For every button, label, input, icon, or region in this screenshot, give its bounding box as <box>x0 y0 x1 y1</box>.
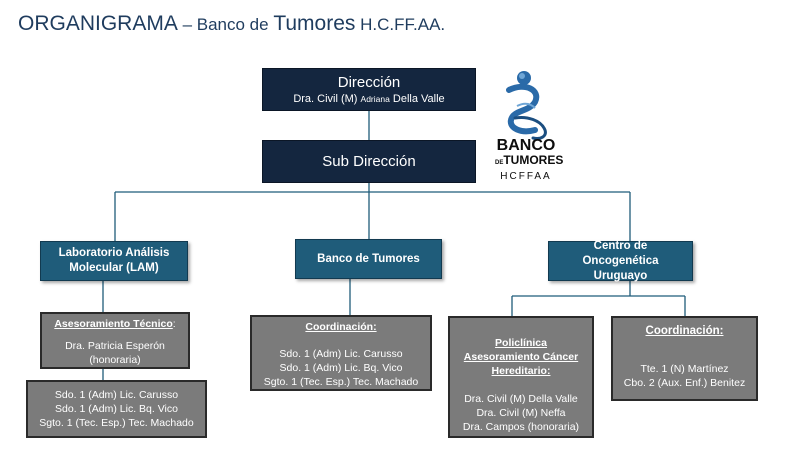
direccion-box: Dirección Dra. Civil (M) Adriana Della V… <box>262 68 476 111</box>
subdireccion-title: Sub Dirección <box>322 153 416 170</box>
onco-coordinacion-line: Tte. 1 (N) Martínez <box>640 363 729 375</box>
policlinica-box: Policlínica Asesoramiento Cáncer Heredit… <box>448 316 594 438</box>
banco-coordinacion-line: Sdo. 1 (Adm) Lic. Bq. Vico <box>279 362 403 374</box>
banco-tumores-box: Banco de Tumores <box>295 239 442 279</box>
ribbon-figure-icon <box>506 71 547 140</box>
banco-tumores-label: Banco de Tumores <box>317 252 420 265</box>
onco-coordinacion-box: Coordinación: Tte. 1 (N) Martínez Cbo. 2… <box>611 316 758 401</box>
policlinica-line: Dra. Civil (M) Della Valle <box>464 393 578 405</box>
asesoramiento-line: Dra. Patricia Esperón <box>65 340 165 352</box>
lam-staff-line: Sgto. 1 (Tec. Esp.) Tec. Machado <box>39 417 194 429</box>
policlinica-line: Dra. Civil (M) Neffa <box>476 407 566 419</box>
asesoramiento-header: Asesoramiento Técnico: <box>54 318 176 330</box>
banco-coordinacion-box: Coordinación: Sdo. 1 (Adm) Lic. Carusso … <box>250 315 432 391</box>
policlinica-line: Dra. Campos (honoraria) <box>462 421 580 433</box>
lam-staff-box: Sdo. 1 (Adm) Lic. Carusso Sdo. 1 (Adm) L… <box>26 380 207 438</box>
banco-coordinacion-header: Coordinación: <box>305 321 377 333</box>
lam-label: Laboratorio Análisis Molecular (LAM) <box>58 247 170 274</box>
oncogenetica-box: Centro de Oncogenética Uruguayo <box>548 239 693 282</box>
onco-coordinacion-header: Coordinación: <box>645 325 724 337</box>
banco-tumores-logo: BANCO DETUMORES HCFFAA <box>495 68 565 188</box>
lam-staff-line: Sdo. 1 (Adm) Lic. Carusso <box>54 389 179 401</box>
logo-text: BANCO DETUMORES HCFFAA <box>495 137 564 183</box>
oncogenetica-label: Centro de Oncogenética Uruguayo <box>582 239 659 282</box>
lam-box: Laboratorio Análisis Molecular (LAM) <box>40 241 188 281</box>
banco-coordinacion-line: Sgto. 1 (Tec. Esp.) Tec. Machado <box>263 376 419 388</box>
page-title: ORGANIGRAMA – Banco de Tumores H.C.FF.AA… <box>18 12 446 35</box>
asesoramiento-line: (honoraria) <box>89 354 141 366</box>
direccion-title: Dirección <box>337 73 401 91</box>
asesoramiento-box: Asesoramiento Técnico: Dra. Patricia Esp… <box>40 312 190 369</box>
direccion-subtitle: Dra. Civil (M) Adriana Della Valle <box>293 92 445 105</box>
policlinica-header: Policlínica Asesoramiento Cáncer Heredit… <box>463 337 579 377</box>
lam-staff-line: Sdo. 1 (Adm) Lic. Bq. Vico <box>55 403 178 415</box>
onco-coordinacion-line: Cbo. 2 (Aux. Enf.) Benitez <box>623 377 746 389</box>
banco-coordinacion-line: Sdo. 1 (Adm) Lic. Carusso <box>279 348 403 360</box>
subdireccion-box: Sub Dirección <box>262 140 476 183</box>
